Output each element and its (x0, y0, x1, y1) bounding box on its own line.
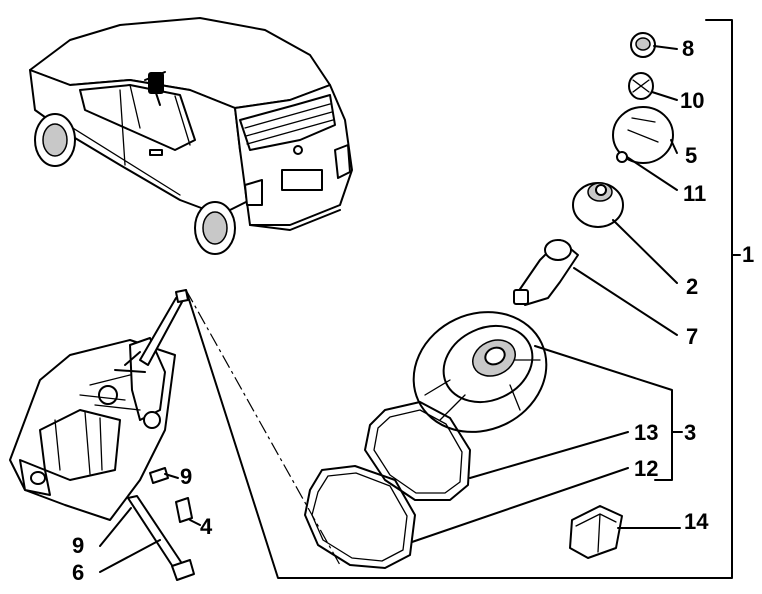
callout-5: 5 (685, 143, 698, 168)
callout-11: 11 (683, 181, 707, 206)
callout-7: 7 (686, 324, 699, 349)
callout-2: 2 (686, 274, 699, 299)
callout-6: 6 (72, 560, 85, 585)
bolt-parts (127, 467, 195, 581)
callout-4: 4 (200, 514, 213, 539)
callout-14: 14 (684, 509, 709, 534)
callout-10: 10 (680, 88, 705, 113)
callout-9-lower: 9 (72, 533, 85, 558)
callout-3: 3 (684, 420, 697, 445)
leader-lines (99, 19, 741, 579)
gaiter-boot (412, 311, 548, 433)
callout-12: 12 (634, 456, 659, 481)
car-illustration (29, 17, 353, 255)
shift-knob-parts (513, 32, 674, 559)
callout-9-upper: 9 (180, 464, 193, 489)
callout-13: 13 (634, 420, 659, 445)
callout-1: 1 (742, 242, 755, 267)
inner-frame-13 (364, 401, 471, 501)
callout-8: 8 (682, 36, 695, 61)
gear-lever-mechanism (9, 289, 189, 521)
outer-frame-12 (304, 465, 416, 569)
